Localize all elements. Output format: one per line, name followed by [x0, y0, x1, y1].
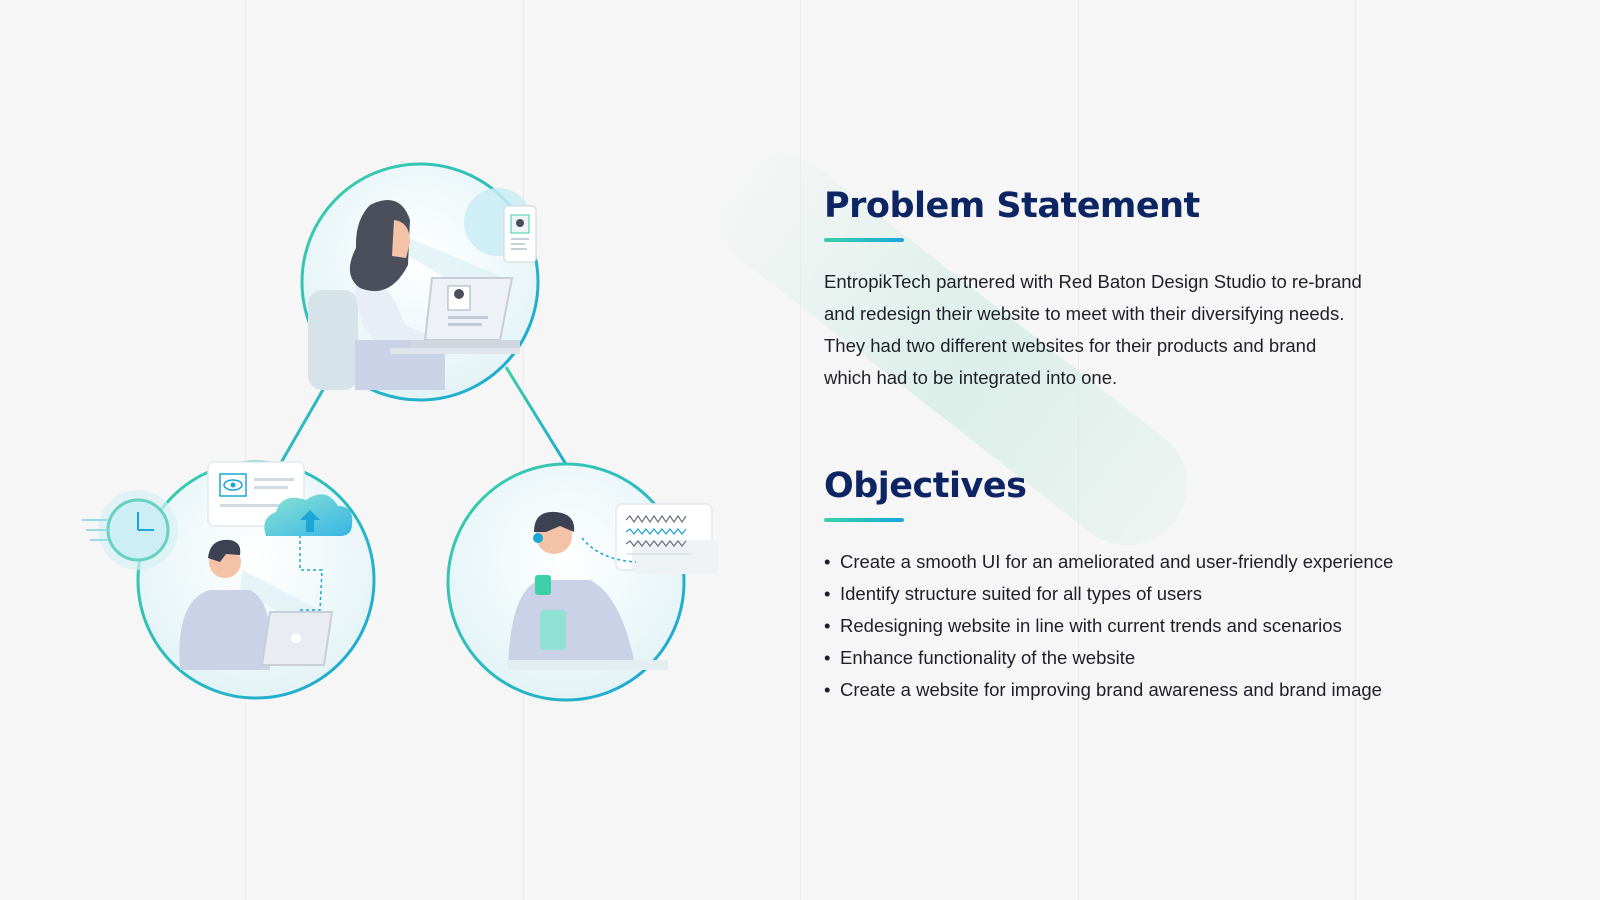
content-panel: Problem Statement EntropikTech partnered…: [824, 186, 1524, 706]
mobile-profile-icon: [464, 188, 537, 263]
objectives-section: Objectives Create a smooth UI for an ame…: [824, 466, 1524, 706]
objectives-list: Create a smooth UI for an ameliorated an…: [824, 546, 1524, 706]
man-with-headset-icon: [446, 462, 686, 702]
illustration-svg: [82, 162, 718, 702]
cloud-upload-icon: [264, 494, 353, 536]
objective-item: Create a smooth UI for an ameliorated an…: [824, 546, 1524, 578]
objective-item: Enhance functionality of the website: [824, 642, 1524, 674]
problem-statement-text: EntropikTech partnered with Red Baton De…: [824, 271, 1362, 388]
objective-item: Identify structure suited for all types …: [824, 578, 1524, 610]
title-underline: [824, 518, 904, 522]
gridline: [800, 0, 801, 900]
problem-statement-title: Problem Statement: [824, 186, 1200, 226]
objectives-title: Objectives: [824, 466, 1027, 506]
triangle-people-illustration: [60, 140, 740, 720]
objective-item: Redesigning website in line with current…: [824, 610, 1524, 642]
title-underline: [824, 238, 904, 242]
waveform-chart-icon: [581, 503, 718, 574]
clock-icon: [82, 490, 178, 570]
problem-statement-section: Problem Statement EntropikTech partnered…: [824, 186, 1524, 394]
objective-item: Create a website for improving brand awa…: [824, 674, 1524, 706]
